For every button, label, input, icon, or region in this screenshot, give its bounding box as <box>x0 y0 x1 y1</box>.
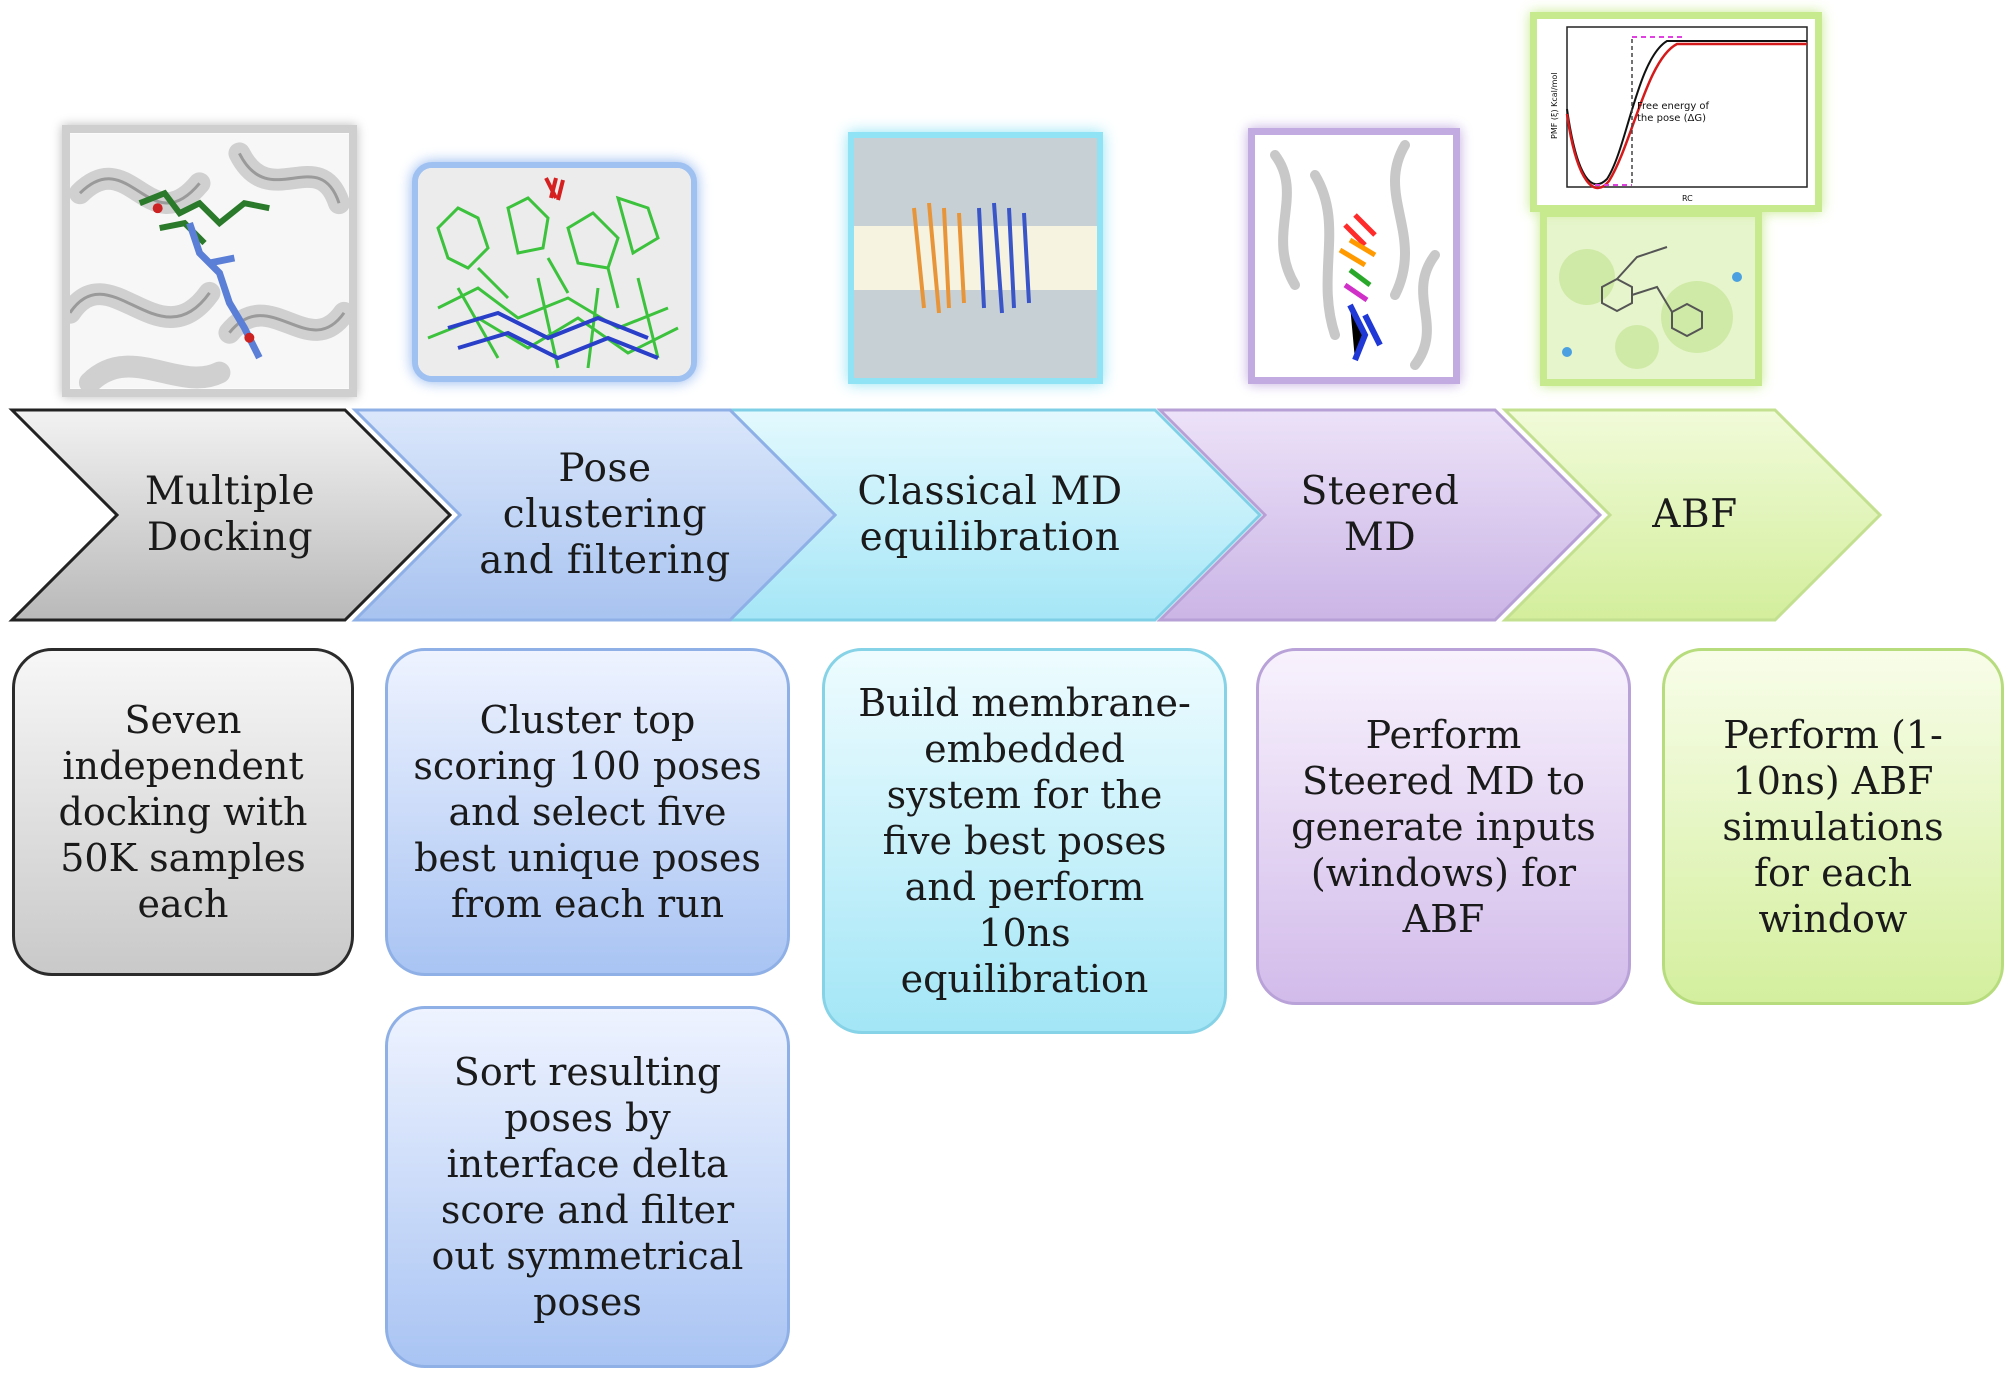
pmf-plot-image: Free energy of the pose (ΔG) RC PMF (ξ) … <box>1530 12 1822 212</box>
box-sort-poses: Sort resulting poses by interface delta … <box>385 1006 790 1368</box>
stage-label-multiple-docking: Multiple Docking <box>144 469 316 560</box>
plot-ylabel: PMF (ξ) Kcal/mol <box>1550 73 1559 140</box>
stage-label-steered-md: Steered MD <box>1300 469 1460 560</box>
plot-annotation-line2: the pose (ΔG) <box>1637 113 1706 124</box>
membrane-system-image <box>848 132 1103 384</box>
stage-chevron-steered-md <box>1156 408 1603 622</box>
box-cluster-poses: Cluster top scoring 100 poses and select… <box>385 648 790 976</box>
plot-annotation-line1: Free energy of <box>1637 101 1710 112</box>
box-build-membrane: Build membrane- embedded system for the … <box>822 648 1227 1034</box>
stage-label-pose-clustering: Pose clustering and filtering <box>479 446 731 583</box>
plot-xlabel: RC <box>1682 194 1693 203</box>
docking-structure-image <box>62 125 357 397</box>
stage-label-abf: ABF <box>1652 492 1738 537</box>
stage-chevron-abf <box>1501 408 1883 622</box>
box-perform-steered-md: Perform Steered MD to generate inputs (w… <box>1256 648 1631 1005</box>
stage-chevron-multiple-docking <box>8 408 453 622</box>
stage-chevron-pose-clustering <box>351 408 838 622</box>
pose-cluster-image <box>412 162 697 382</box>
abf-interaction-image <box>1540 210 1762 386</box>
steered-md-image <box>1248 128 1460 384</box>
box-seven-docking: Seven independent docking with 50K sampl… <box>12 648 354 976</box>
stage-label-classical-md: Classical MD equilibration <box>857 469 1123 560</box>
box-perform-abf: Perform (1- 10ns) ABF simulations for ea… <box>1662 648 2004 1005</box>
